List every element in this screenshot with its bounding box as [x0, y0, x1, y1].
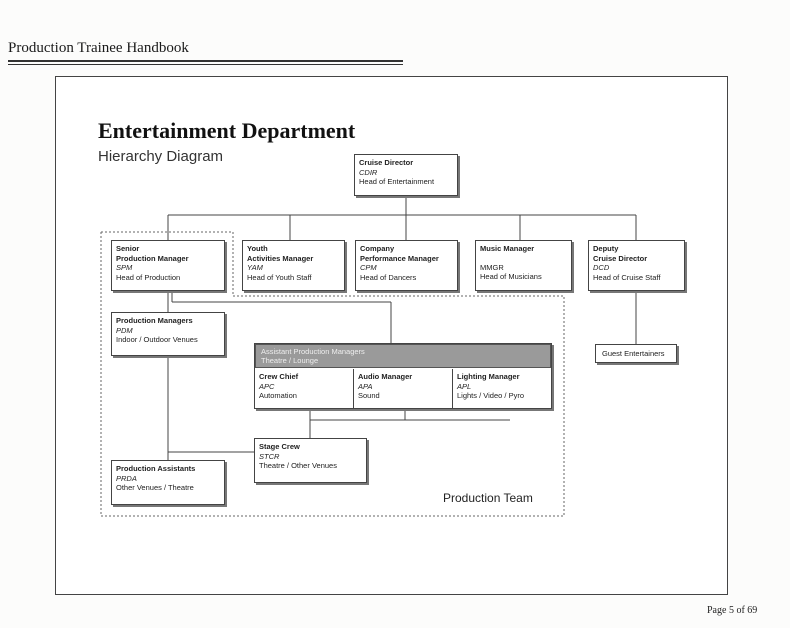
node-abbr: YAM [247, 263, 263, 272]
node-title: Cruise Director [359, 158, 414, 167]
stage-crew-box: Stage Crew STCR Theatre / Other Venues [254, 438, 367, 483]
node-title: Crew Chief [259, 372, 299, 381]
apm-header: Assistant Production Managers Theatre / … [255, 344, 551, 368]
node-title: Company Performance Manager [360, 244, 439, 263]
node-desc: Head of Entertainment [359, 177, 435, 186]
node-title: Audio Manager [358, 372, 413, 381]
node-desc: Head of Production [116, 272, 181, 282]
node-abbr: PRDA [116, 473, 137, 483]
node-title: Lighting Manager [457, 372, 520, 381]
node-abbr: APC [259, 381, 275, 391]
title-rule [8, 64, 403, 65]
node-abbr: MMGR [480, 262, 504, 272]
node-abbr: PDM [116, 325, 133, 335]
node-abbr: APA [358, 381, 373, 391]
youth-activities-manager-box: Youth Activities Manager YAM Head of You… [242, 240, 345, 291]
node-title: Production Assistants [116, 464, 196, 473]
cruise-director-box: Cruise Director CDIR Head of Entertainme… [354, 154, 458, 196]
node-desc: Lights / Video / Pyro [457, 391, 524, 400]
node-desc: Sound [358, 391, 380, 400]
node-desc: Head of Dancers [360, 272, 417, 282]
node-abbr: SPM [116, 263, 133, 272]
node-abbr: CDIR [359, 167, 378, 177]
handbook-title: Production Trainee Handbook [8, 40, 189, 56]
title-rule [8, 60, 403, 62]
crew-chief-box: Crew Chief APC Automation [255, 369, 354, 409]
node-desc: Guest Entertainers [602, 349, 665, 358]
node-title: Senior Production Manager [116, 244, 189, 263]
page-number: Page 5 of 69 [707, 605, 758, 616]
node-abbr: APL [457, 381, 472, 391]
production-managers-box: Production Managers PDM Indoor / Outdoor… [111, 312, 225, 356]
deputy-cruise-director-box: Deputy Cruise Director DCD Head of Cruis… [588, 240, 685, 291]
production-assistants-box: Production Assistants PRDA Other Venues … [111, 460, 225, 505]
apm-header-subtitle: Theatre / Lounge [261, 356, 319, 365]
node-title: Youth Activities Manager [247, 244, 314, 263]
node-desc: Indoor / Outdoor Venues [116, 335, 198, 344]
node-title: Production Managers [116, 316, 193, 325]
node-desc: Other Venues / Theatre [116, 483, 194, 492]
production-team-label: Production Team [443, 491, 533, 505]
audio-manager-box: Audio Manager APA Sound [354, 369, 453, 409]
music-manager-box: Music Manager MMGR Head of Musicians [475, 240, 572, 291]
node-desc: Automation [259, 391, 297, 400]
apm-header-title: Assistant Production Managers [261, 347, 365, 356]
diagram-subtitle: Hierarchy Diagram [98, 148, 224, 165]
guest-entertainers-box: Guest Entertainers [595, 344, 677, 363]
assistant-production-managers-box: Assistant Production Managers Theatre / … [254, 343, 552, 409]
node-title: Music Manager [480, 244, 535, 253]
lighting-manager-box: Lighting Manager APL Lights / Video / Py… [453, 369, 551, 409]
node-desc: Theatre / Other Venues [259, 461, 337, 470]
company-performance-manager-box: Company Performance Manager CPM Head of … [355, 240, 458, 291]
node-desc: Head of Cruise Staff [593, 272, 661, 282]
node-desc: Head of Musicians [480, 272, 542, 281]
node-desc: Head of Youth Staff [247, 272, 312, 282]
node-abbr: STCR [259, 451, 280, 461]
department-title: Entertainment Department [98, 118, 356, 143]
node-abbr: CPM [360, 263, 377, 272]
production-team-boundary [100, 231, 565, 517]
senior-production-manager-box: Senior Production Manager SPM Head of Pr… [111, 240, 225, 291]
node-title: Deputy Cruise Director [593, 244, 648, 263]
node-title: Stage Crew [259, 442, 300, 451]
node-abbr: DCD [593, 263, 610, 272]
